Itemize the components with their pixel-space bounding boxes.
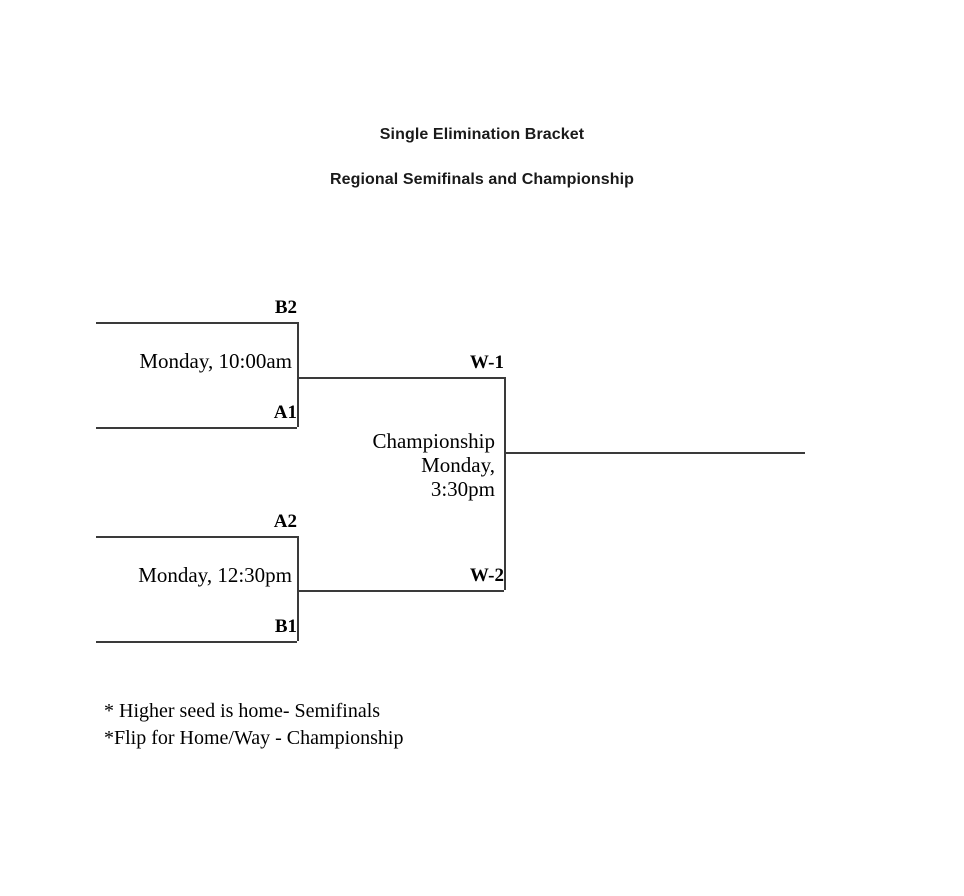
- championship-day: Monday,: [421, 453, 495, 477]
- page-title: Single Elimination Bracket: [379, 126, 585, 143]
- championship-label: Championship: [372, 429, 495, 453]
- page-subtitle: Regional Semifinals and Championship: [329, 171, 635, 188]
- championship-info: Championship Monday, 3:30pm: [295, 429, 495, 501]
- semifinal-2-top-slot-line: [96, 536, 297, 538]
- championship-bottom-seed: W-2: [469, 565, 504, 586]
- championship-top-slot-line: [297, 377, 504, 379]
- semifinal-2-connector-line: [297, 536, 299, 641]
- semifinal-1-bottom-slot-line: [96, 427, 297, 429]
- footnotes: * Higher seed is home- Semifinals *Flip …: [104, 698, 403, 752]
- championship-time: 3:30pm: [430, 477, 495, 501]
- semifinal-2-bottom-slot-line: [96, 641, 297, 643]
- semifinal-1-top-seed: B2: [274, 297, 297, 318]
- semifinal-2-top-seed: A2: [273, 511, 297, 532]
- semifinal-1-bottom-seed: A1: [273, 402, 297, 423]
- semifinal-1-connector-line: [297, 322, 299, 427]
- semifinal-2-bottom-seed: B1: [274, 616, 297, 637]
- champion-result-line: [504, 452, 805, 454]
- semifinal-1-top-slot-line: [96, 322, 297, 324]
- semifinal-1-time: Monday, 10:00am: [139, 349, 292, 373]
- title-block: Single Elimination Bracket Regional Semi…: [0, 126, 964, 189]
- footnote-semifinals: * Higher seed is home- Semifinals: [104, 700, 381, 722]
- semifinal-2-time: Monday, 12:30pm: [138, 563, 292, 587]
- footnote-championship: *Flip for Home/Way - Championship: [104, 727, 404, 749]
- championship-bottom-slot-line: [297, 590, 504, 592]
- championship-connector-line: [504, 377, 506, 590]
- championship-top-seed: W-1: [469, 352, 504, 373]
